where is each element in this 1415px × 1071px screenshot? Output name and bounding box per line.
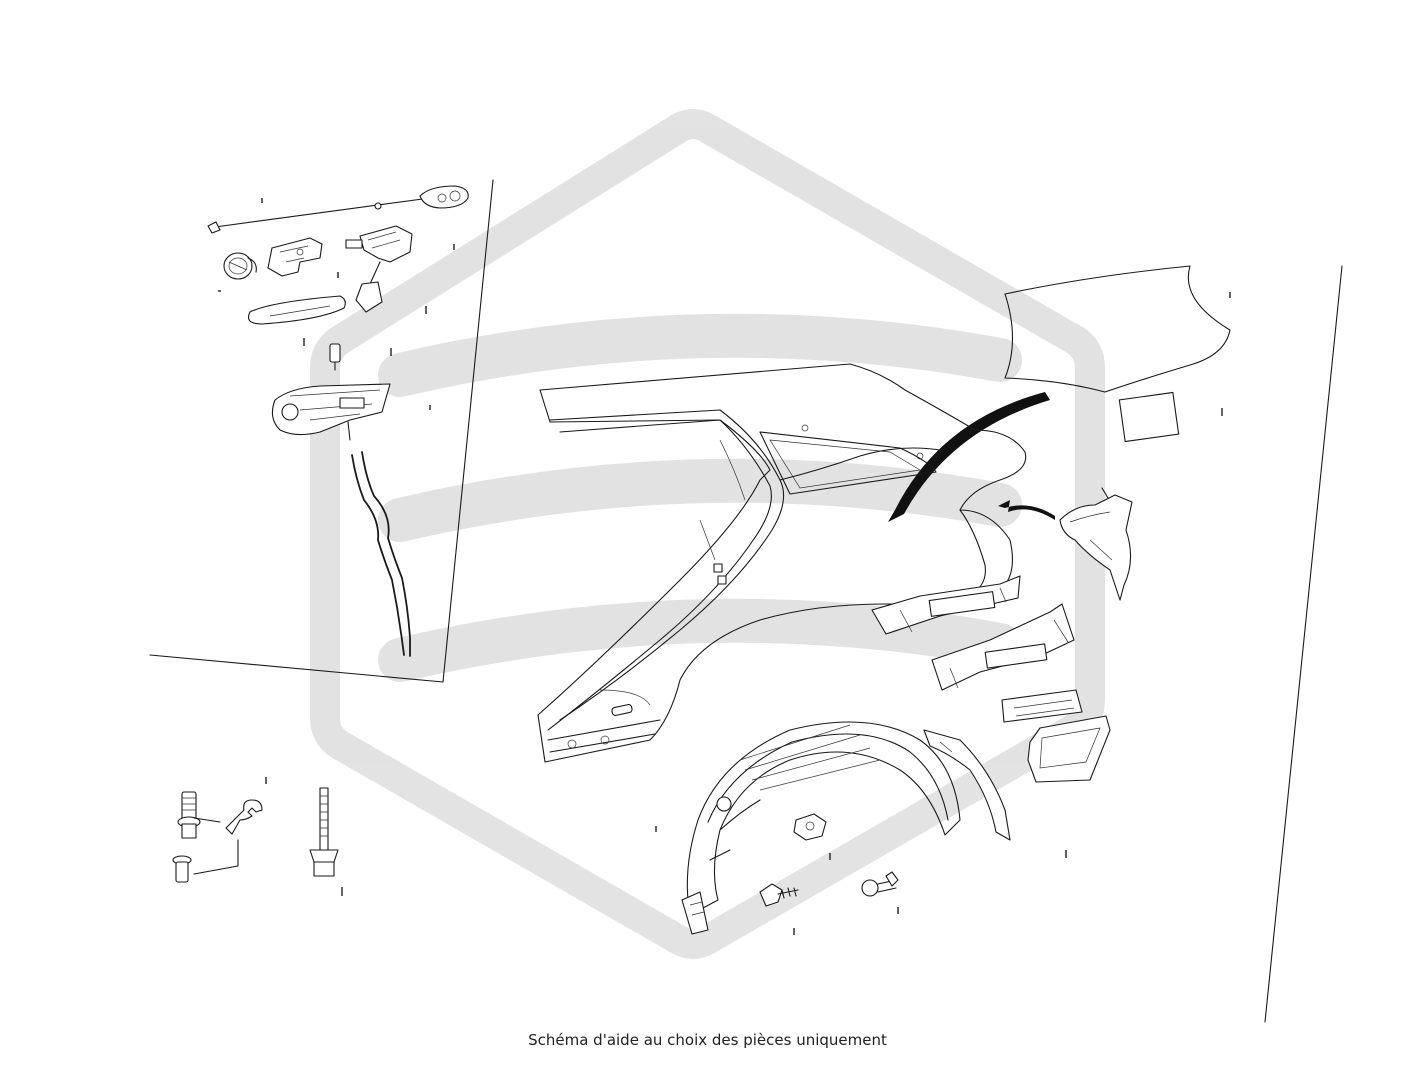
rear-brackets (871, 487, 1133, 858)
fuel-cap (223, 252, 257, 280)
fuel-door-inset-frame (149, 179, 494, 683)
fuel-door-assembly (207, 185, 469, 657)
assembly-arrows (888, 392, 1055, 522)
right-boundary-line (1264, 265, 1343, 1023)
tail-lamp-bracket (1059, 487, 1133, 601)
stud-wrench-set (172, 791, 263, 883)
connector (329, 343, 341, 371)
vent-frame (1027, 715, 1111, 783)
screw (759, 883, 799, 907)
push-rivet (861, 871, 899, 897)
fasteners (172, 777, 899, 935)
fuel-door-bracket (267, 237, 323, 277)
filler-hose (351, 451, 411, 657)
fuel-door-actuator (345, 225, 413, 313)
fuel-door-seal (247, 295, 346, 325)
clip-nut (793, 813, 827, 841)
fastener-callout-ticks (265, 777, 899, 935)
upper-reinforcement (871, 575, 1021, 635)
wheel-arch-liner (681, 721, 961, 935)
fuel-door-housing (271, 383, 391, 441)
diagram-caption: Schéma d'aide au choix des pièces unique… (528, 1031, 887, 1049)
roof-panel (1004, 265, 1231, 443)
long-bolt (309, 787, 339, 877)
lower-reinforcement (931, 603, 1075, 691)
side-trim (923, 729, 1011, 841)
release-cable (207, 185, 469, 234)
fuel-callout-ticks (218, 198, 455, 410)
vent-grille (1001, 689, 1083, 723)
watermark-logo (310, 109, 1105, 959)
quarter-panel (537, 363, 1027, 763)
